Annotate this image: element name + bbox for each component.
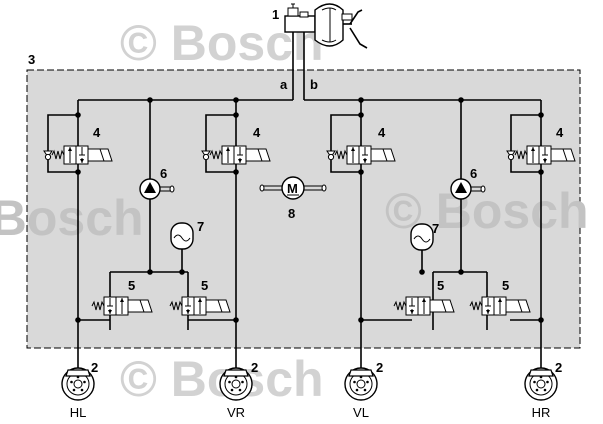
label-circuit-b: b <box>310 77 318 92</box>
label-inlet-valve-hr: 4 <box>556 125 564 140</box>
label-inlet-valve-vr: 4 <box>253 125 261 140</box>
wheel-brake-vr <box>219 367 253 401</box>
watermark: © Bosch © Bosch © Bosch © Bosch <box>0 15 589 407</box>
svg-text:© Bosch: © Bosch <box>0 190 144 246</box>
label-brake-hr: 2 <box>555 360 562 375</box>
label-outlet-valve-hr: 5 <box>502 278 509 293</box>
label-master-cylinder: 1 <box>272 7 279 22</box>
wheel-label-hl: HL <box>70 405 87 420</box>
pump-motor: M <box>259 176 327 200</box>
label-accumulator-b: 7 <box>432 221 439 236</box>
label-outlet-valve-vl: 5 <box>437 278 444 293</box>
accumulator-b <box>410 223 434 251</box>
wheel-label-hr: HR <box>532 405 551 420</box>
label-pump-a: 6 <box>160 166 167 181</box>
label-inlet-valve-hl: 4 <box>93 125 101 140</box>
wheel-brake-vl <box>344 367 378 401</box>
label-motor: 8 <box>288 206 295 221</box>
accumulator-a <box>170 222 194 250</box>
label-outlet-valve-vr: 5 <box>201 278 208 293</box>
wheel-brake-hr <box>524 367 558 401</box>
wheel-label-vl: VL <box>353 405 369 420</box>
label-brake-vr: 2 <box>251 360 258 375</box>
wheel-brake-hl <box>61 367 95 401</box>
label-module: 3 <box>28 52 35 67</box>
master-cylinder-booster <box>284 3 368 49</box>
label-inlet-valve-vl: 4 <box>378 125 386 140</box>
wheel-label-vr: VR <box>227 405 245 420</box>
label-brake-hl: 2 <box>91 360 98 375</box>
label-pump-b: 6 <box>470 166 477 181</box>
junction-dots <box>75 97 544 323</box>
label-accumulator-a: 7 <box>197 219 204 234</box>
motor-symbol: M <box>287 181 298 196</box>
label-outlet-valve-hl: 5 <box>128 278 135 293</box>
label-brake-vl: 2 <box>376 360 383 375</box>
label-circuit-a: a <box>280 77 288 92</box>
